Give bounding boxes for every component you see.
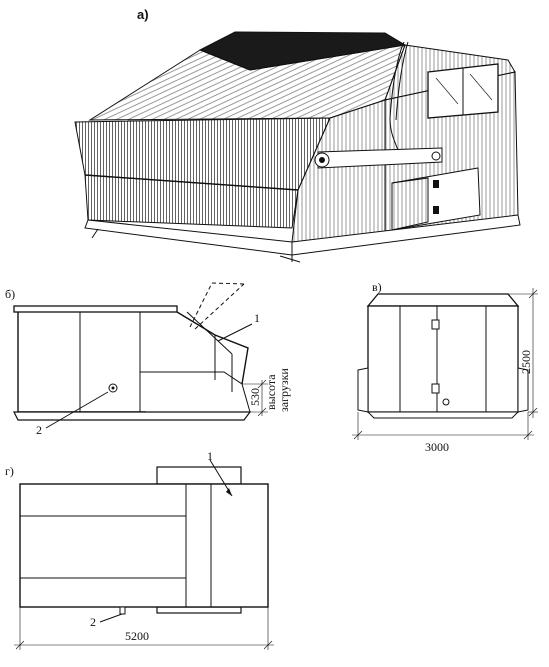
open-flap-dashed bbox=[189, 282, 245, 330]
end-elevation: в) 3000 250 bbox=[352, 280, 538, 454]
load-height-label-1: высота bbox=[264, 374, 278, 410]
control-cabinet bbox=[391, 167, 481, 231]
hinge-top bbox=[431, 319, 440, 330]
window bbox=[427, 63, 499, 119]
load-height-label-2: загрузки bbox=[277, 368, 291, 412]
perspective-view: а) bbox=[74, 7, 521, 263]
drain-port bbox=[442, 398, 450, 406]
lifting-hook bbox=[389, 41, 405, 151]
side-elevation: б) 1 2 bbox=[5, 282, 291, 437]
callout-1-side: 1 bbox=[254, 311, 260, 325]
end-height-dimension: 2500 bbox=[508, 288, 538, 418]
callout-2-plan: 2 bbox=[90, 615, 96, 629]
panel-label-v: в) bbox=[372, 280, 382, 294]
callout-2-side: 2 bbox=[36, 423, 42, 437]
end-height-value: 2500 bbox=[519, 350, 533, 374]
panel-label-g: г) bbox=[5, 464, 14, 478]
callout-1-plan: 1 bbox=[207, 449, 213, 463]
inspection-port bbox=[108, 383, 118, 393]
plan-length-dimension: 5200 bbox=[14, 607, 274, 650]
load-height-dimension: 530 высота загрузки bbox=[242, 368, 291, 417]
panel-label-a: а) bbox=[137, 7, 149, 22]
pulley-beam bbox=[314, 147, 443, 169]
hinge-bottom bbox=[431, 383, 440, 394]
end-width-value: 3000 bbox=[425, 440, 449, 454]
panel-label-b: б) bbox=[5, 287, 15, 301]
plan-length-value: 5200 bbox=[125, 629, 149, 643]
end-width-dimension: 3000 bbox=[352, 412, 534, 454]
plan-view: г) 1 2 5200 bbox=[5, 449, 274, 650]
load-height-value: 530 bbox=[248, 388, 262, 406]
